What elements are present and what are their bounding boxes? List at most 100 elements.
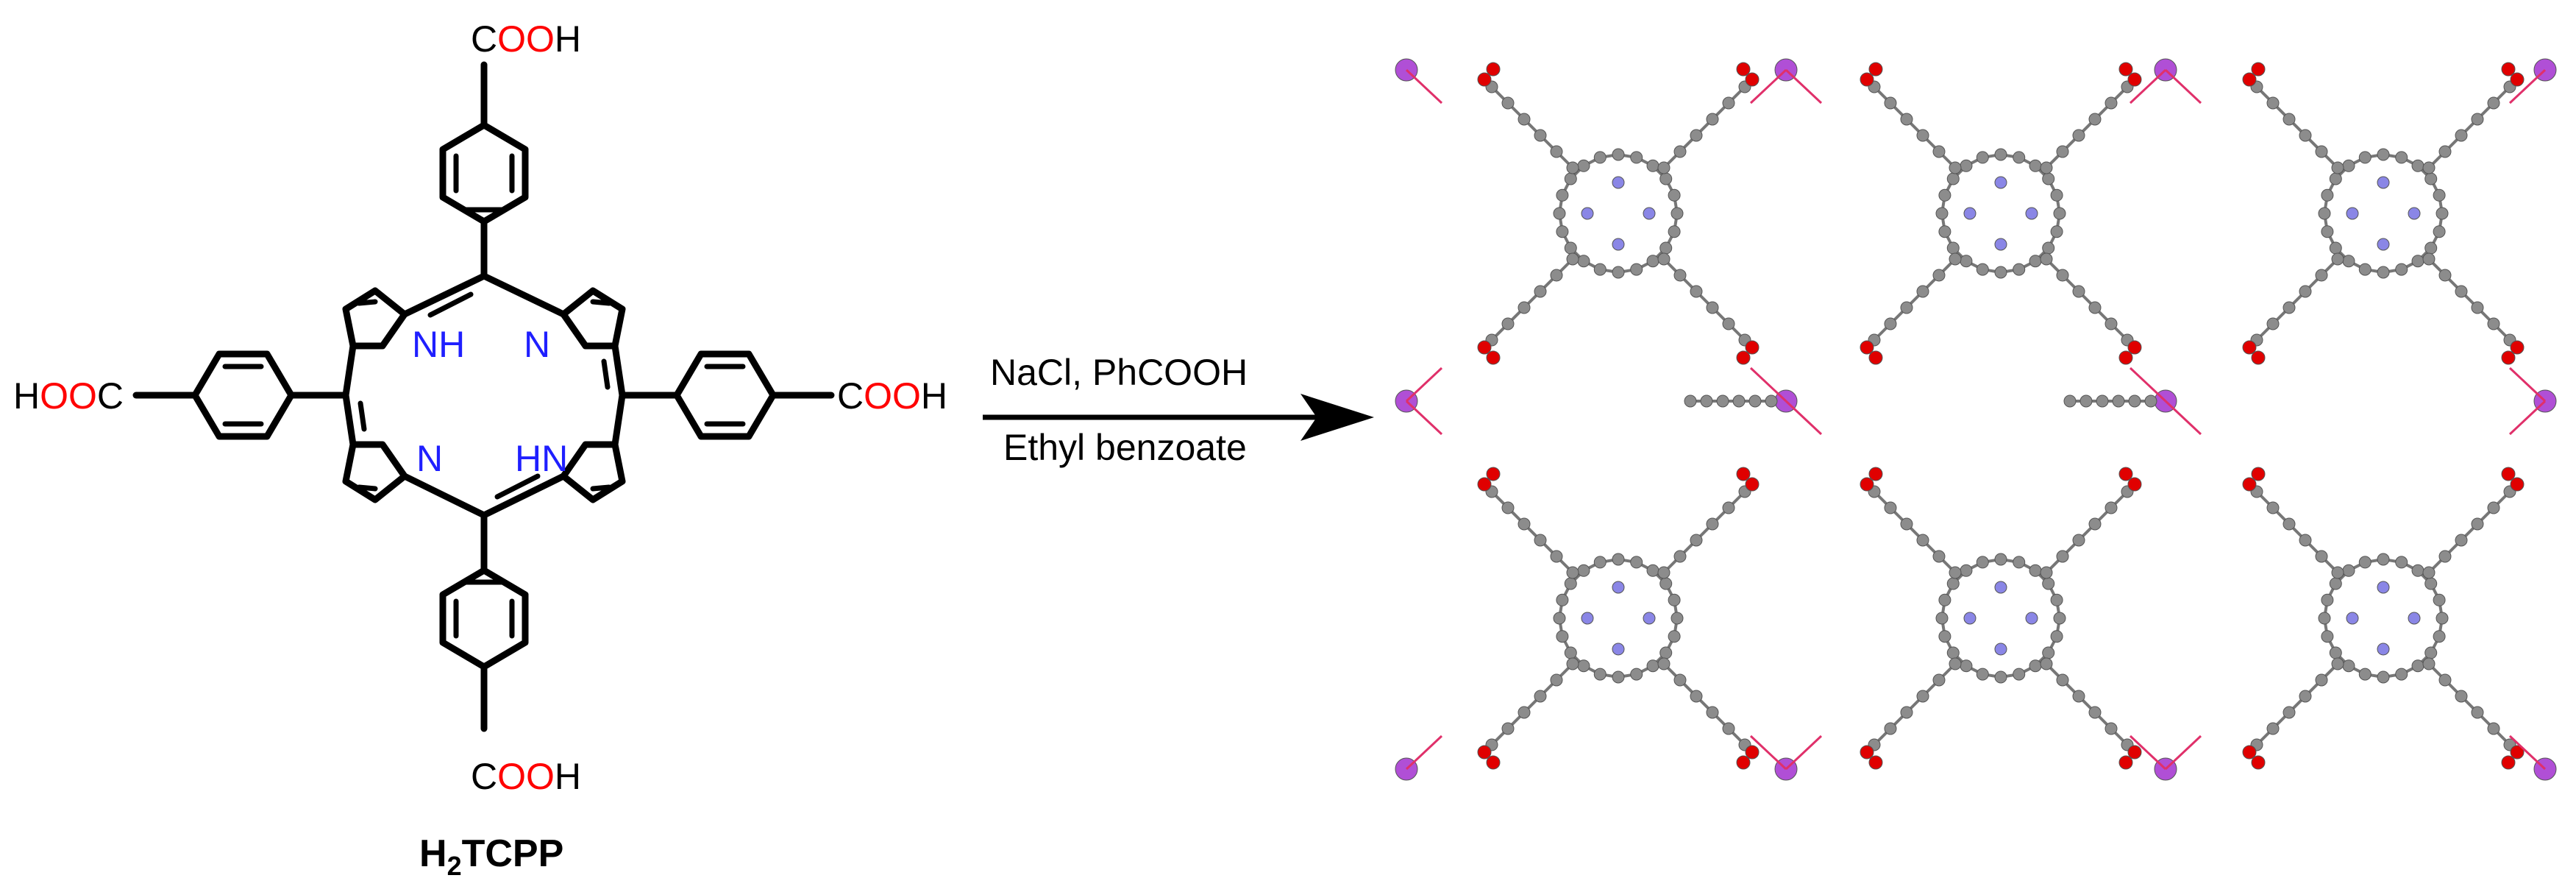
svg-text:COOH: COOH: [471, 756, 581, 797]
porphyrin-unit-3-arm-atom: [2266, 96, 2280, 110]
porphyrin-unit-4-carbon: [1556, 593, 1569, 606]
na-o-link-14: [1405, 400, 1443, 436]
na-o-link-3: [1785, 68, 1823, 105]
porphyrin-unit-3-arm-atom: [2471, 113, 2484, 126]
n-label-bottom-left: N: [416, 438, 443, 479]
porphyrin-unit-1-arm-atom: [1722, 96, 1735, 110]
porphyrin-unit-6-carbon: [2329, 577, 2342, 590]
porphyrin-unit-5-nitrogen: [1994, 643, 2007, 656]
porphyrin-unit-2-carbon: [1946, 241, 1960, 255]
porphyrin-unit-4-arm-atom: [1657, 657, 1671, 670]
porphyrin-unit-3-carbon: [2424, 241, 2438, 255]
porphyrin-unit-6-arm-atom: [2283, 517, 2296, 531]
porphyrin-unit-4-carbon: [1668, 630, 1681, 643]
porphyrin-unit-1-arm-atom: [1518, 301, 1531, 314]
porphyrin-unit-5-oxygen: [1860, 477, 1874, 492]
porphyrin-unit-6-arm-atom: [2422, 657, 2436, 670]
porphyrin-unit-1-carbon: [1612, 266, 1625, 279]
porphyrin-unit-2-arm-atom: [1884, 96, 1897, 110]
porphyrin-unit-5-nitrogen: [1963, 612, 1977, 625]
porphyrin-unit-2-arm-atom: [1884, 317, 1897, 330]
porphyrin-unit-3-oxygen: [2510, 340, 2525, 355]
porphyrin-unit-3-arm-atom: [2299, 285, 2312, 298]
porphyrin-unit-6-oxygen: [2501, 467, 2516, 481]
porphyrin-unit-4-carbon: [1556, 630, 1569, 643]
porphyrin-unit-4-nitrogen: [1643, 612, 1656, 625]
porphyrin-unit-2-arm-atom: [2056, 269, 2069, 282]
porphyrin-unit-1-carbon: [1659, 172, 1673, 185]
porphyrin-unit-3-carbon: [2342, 255, 2355, 268]
na-o-link-18: [1785, 400, 1823, 436]
porphyrin-unit-5-oxygen: [1868, 755, 1883, 770]
porphyrin-unit-1-arm-atom: [1550, 145, 1563, 158]
compound-name: H2TCPP: [419, 832, 563, 881]
porphyrin-unit-5-arm-atom: [2072, 534, 2085, 547]
benzoate-2-atom: [2096, 394, 2109, 408]
porphyrin-unit-4-carbon: [1577, 659, 1590, 673]
h2tcpp-structure: NH N N HN COOH COOH COOH HOOC H2TCPP: [13, 18, 947, 881]
na-o-link-9: [1785, 735, 1823, 771]
porphyrin-unit-3-oxygen: [2510, 72, 2525, 87]
porphyrin-unit-1-oxygen: [1736, 62, 1751, 77]
na-o-link-17: [1749, 367, 1787, 403]
porphyrin-unit-4-arm-atom: [1690, 690, 1703, 703]
porphyrin-unit-4-nitrogen: [1612, 581, 1625, 594]
porphyrin-core: [342, 272, 626, 519]
bottom-phenyl: [439, 512, 529, 732]
porphyrin-unit-2-carbon: [1960, 159, 1973, 172]
porphyrin-unit-1-carbon: [1556, 225, 1569, 238]
porphyrin-unit-3-arm-atom: [2283, 301, 2296, 314]
benzoate-2-atom: [2063, 394, 2077, 408]
porphyrin-unit-3-arm-atom: [2331, 161, 2344, 174]
porphyrin-unit-5-arm-atom: [2040, 566, 2053, 579]
porphyrin-unit-6-nitrogen: [2408, 612, 2421, 625]
na-o-link-1: [1405, 68, 1443, 105]
porphyrin-unit-5-oxygen: [1868, 467, 1883, 481]
porphyrin-unit-4-oxygen: [1486, 467, 1501, 481]
svg-text:COOH: COOH: [471, 18, 581, 60]
porphyrin-unit-5-oxygen: [1860, 745, 1874, 760]
porphyrin-unit-6-carbon: [2395, 556, 2408, 569]
porphyrin-unit-3-arm-atom: [2331, 252, 2344, 266]
porphyrin-unit-6-arm-atom: [2422, 566, 2436, 579]
porphyrin-unit-2-oxygen: [2118, 350, 2133, 365]
na-o-link-13: [1405, 367, 1443, 403]
porphyrin-unit-3-carbon: [2329, 172, 2342, 185]
porphyrin-unit-5-carbon: [1976, 556, 1989, 569]
porphyrin-unit-3-carbon: [2321, 188, 2334, 202]
porphyrin-unit-4-carbon: [1646, 659, 1659, 673]
porphyrin-unit-1-carbon: [1646, 255, 1659, 268]
porphyrin-unit-3-arm-atom: [2422, 161, 2436, 174]
porphyrin-unit-5-carbon: [2050, 593, 2063, 606]
porphyrin-unit-3-arm-atom: [2422, 252, 2436, 266]
porphyrin-unit-6-oxygen: [2251, 467, 2266, 481]
porphyrin-unit-5-carbon: [1960, 564, 1973, 577]
porphyrin-unit-1-carbon: [1646, 159, 1659, 172]
porphyrin-unit-6-carbon: [2342, 564, 2355, 577]
porphyrin-unit-3-oxygen: [2251, 62, 2266, 77]
porphyrin-unit-1-arm-atom: [1706, 113, 1719, 126]
porphyrin-unit-5-arm-atom: [2056, 550, 2069, 563]
porphyrin-unit-2-carbon: [1938, 225, 1951, 238]
porphyrin-unit-6-arm-atom: [2315, 550, 2328, 563]
na-o-link-19: [2129, 367, 2167, 403]
porphyrin-unit-5-arm-atom: [1949, 566, 1962, 579]
porphyrin-unit-4-oxygen: [1745, 745, 1760, 760]
porphyrin-unit-5-arm-atom: [1900, 706, 1913, 719]
na-o-link-4: [2129, 68, 2167, 105]
porphyrin-unit-3-arm-atom: [2487, 317, 2500, 330]
porphyrin-unit-6-carbon: [2358, 668, 2372, 681]
porphyrin-unit-6-arm-atom: [2455, 690, 2468, 703]
porphyrin-unit-4-arm-atom: [1501, 501, 1515, 514]
porphyrin-unit-4-arm-atom: [1706, 706, 1719, 719]
porphyrin-unit-6-arm-atom: [2487, 722, 2500, 735]
porphyrin-unit-2-arm-atom: [1932, 269, 1946, 282]
porphyrin-unit-4-carbon: [1577, 564, 1590, 577]
porphyrin-unit-6-arm-atom: [2438, 673, 2452, 687]
porphyrin-unit-5-arm-atom: [1932, 550, 1946, 563]
porphyrin-unit-4-carbon: [1659, 646, 1673, 659]
na-o-link-6: [2508, 68, 2547, 105]
porphyrin-unit-1-nitrogen: [1612, 176, 1625, 189]
porphyrin-unit-2-carbon: [1946, 172, 1960, 185]
acid-right: COOH: [837, 375, 947, 417]
